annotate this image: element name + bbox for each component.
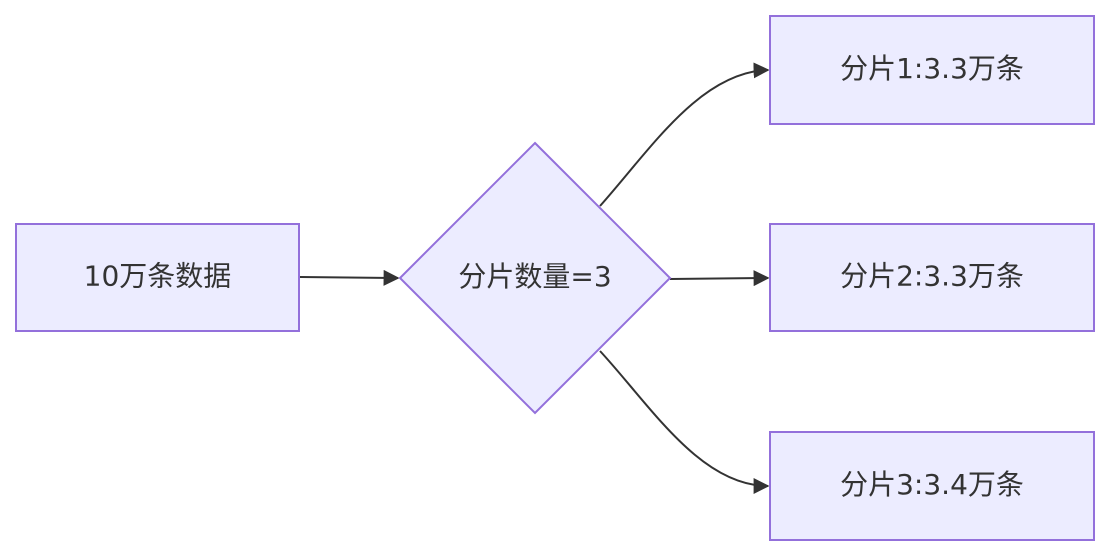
- node-shard1-box: [769, 15, 1095, 125]
- node-source-box: [15, 223, 300, 332]
- node-shard1-label: 分片1:3.3万条: [840, 52, 1024, 85]
- edge-decision-to-shard3: [599, 350, 770, 494]
- node-source-label: 10万条数据: [84, 260, 232, 293]
- node-shard3: 分片3:3.4万条: [769, 431, 1095, 541]
- node-shard2-box: [769, 223, 1095, 332]
- node-shard3-label: 分片3:3.4万条: [840, 468, 1024, 501]
- node-shard2-label: 分片2:3.3万条: [840, 260, 1024, 293]
- node-decision: 分片数量=3: [398, 141, 672, 415]
- node-shard2: 分片2:3.3万条: [769, 223, 1095, 332]
- node-decision-label: 分片数量=3: [458, 260, 611, 293]
- edge-decision-to-shard2: [669, 270, 770, 287]
- node-source: 10万条数据: [15, 223, 300, 332]
- node-shard1: 分片1:3.3万条: [769, 15, 1095, 125]
- node-decision-diamond: [398, 141, 672, 415]
- node-shard3-box: [769, 431, 1095, 541]
- edge-source-to-decision: [299, 269, 400, 286]
- edge-decision-to-shard1: [599, 62, 770, 207]
